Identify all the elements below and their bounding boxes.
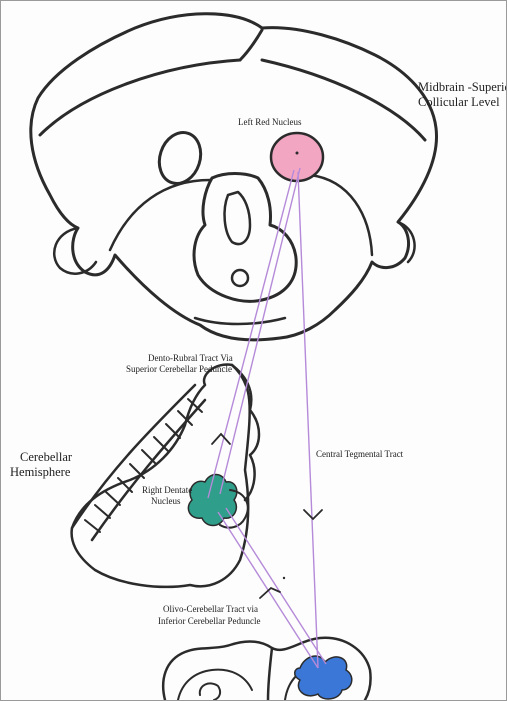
cerebellum-outline: [72, 365, 250, 587]
right-dentate-label-line1: Right Dentate: [142, 485, 192, 496]
cerebellum-section: [72, 365, 259, 587]
left-olive: [200, 683, 220, 700]
dento-rubral-label-line2: Superior Cerebellar Peduncle: [126, 364, 232, 375]
tectum-arc-left: [40, 60, 240, 135]
cerebellar-label-line2: Hemisphere: [10, 465, 70, 480]
dento-rubral-label-line1: Dento-Rubral Tract Via: [148, 353, 233, 364]
down-arrow-icon: [304, 510, 322, 519]
red-nucleus-center-dot: [296, 152, 299, 155]
left-red-nucleus: [271, 133, 323, 181]
midbrain-section: [31, 14, 437, 340]
stray-dot: [283, 577, 285, 579]
cerebellar-label-line1: Cerebellar: [20, 450, 72, 465]
medulla-section: [163, 638, 370, 700]
midbrain-midline: [240, 30, 262, 60]
central-tegmental-label: Central Tegmental Tract: [316, 449, 403, 460]
midbrain-title-line2: Collicular Level: [418, 95, 500, 110]
peduncle-right-arc: [310, 175, 372, 255]
raphe-dot: [232, 270, 248, 286]
olivo-cerebellar-label-line2: Inferior Cerebellar Peduncle: [158, 616, 260, 627]
interpeduncular-line: [195, 318, 285, 324]
olivo-cerebellar-tract-line-2: [226, 508, 326, 664]
aqueduct: [225, 192, 250, 244]
right-inferior-olive: [295, 656, 352, 699]
up-arrow-icon: [212, 434, 230, 444]
midbrain-title-line1: Midbrain -Superior: [418, 80, 507, 95]
folia-hatching: [85, 399, 202, 532]
central-tegmental-tract-line: [298, 172, 318, 668]
left-red-nucleus-label: Left Red Nucleus: [238, 117, 301, 128]
central-gray-outline: [194, 174, 296, 302]
right-dentate-label-line2: Nucleus: [151, 496, 181, 507]
tracts: [208, 168, 326, 668]
medulla-midline: [268, 648, 272, 700]
midbrain-outline: [31, 14, 437, 340]
olivo-cerebellar-label-line1: Olivo-Cerebellar Tract via: [163, 604, 258, 615]
dento-rubral-tract-line-2: [220, 168, 300, 494]
